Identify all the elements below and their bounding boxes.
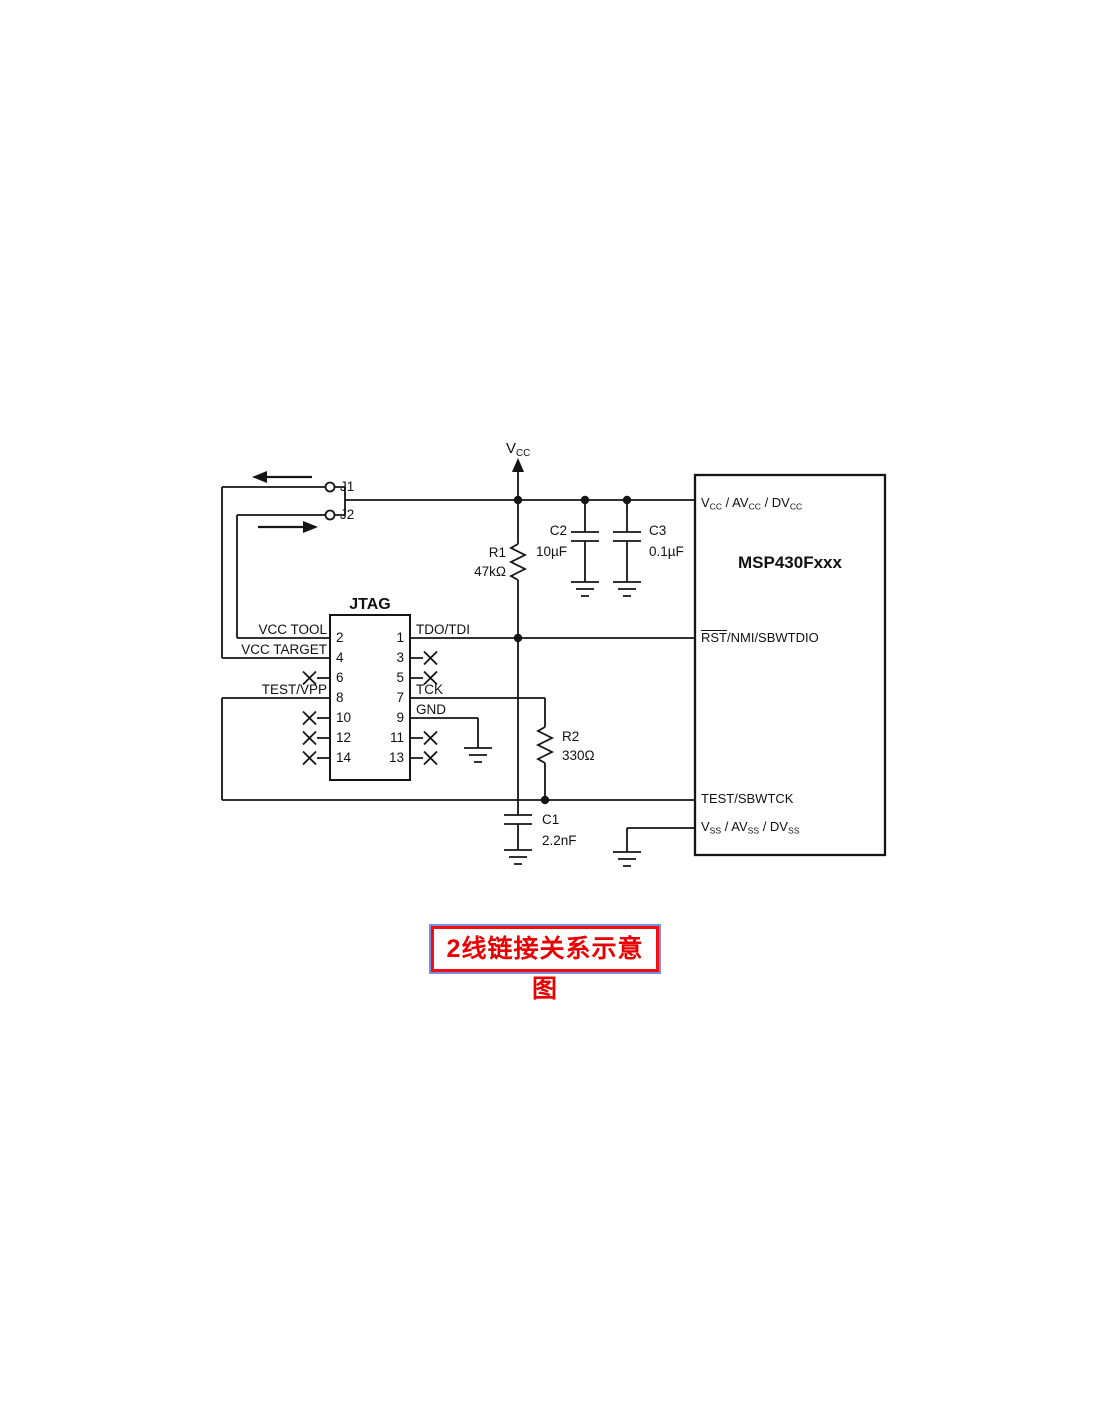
msp-pin-rst-label: RST/NMI/SBWTDIO	[701, 630, 819, 645]
jtag-pin-14: 14	[336, 750, 352, 765]
c3-value-label: 0.1µF	[649, 544, 684, 559]
vcc-supply-label: VCC	[506, 440, 531, 459]
j2-label: J2	[340, 507, 355, 522]
msp-pin-test-label: TEST/SBWTCK	[701, 791, 794, 806]
c2-value-label: 10µF	[535, 544, 567, 559]
arrowheads	[252, 458, 524, 533]
jtag-pin-1: 1	[396, 630, 404, 645]
jtag-pin-12: 12	[336, 730, 352, 745]
junction-dots	[513, 495, 632, 805]
gnd-pin-wire	[410, 717, 492, 763]
jtag-pin-5: 5	[396, 670, 404, 685]
jtag-pin-11: 11	[389, 730, 404, 745]
msp-pin-vcc-label: VCC / AVCC / DVCC	[701, 495, 803, 512]
jtag-pin-9: 9	[396, 710, 404, 725]
x-mark-pin12-icon	[302, 730, 330, 746]
msp430-box	[693, 473, 887, 857]
vss-wire	[613, 827, 695, 867]
junction-dot	[513, 495, 523, 505]
wire-group	[221, 470, 695, 867]
r1-value-label: 47kΩ	[474, 564, 506, 579]
junction-dot	[513, 633, 523, 643]
junction-dot	[580, 495, 590, 505]
j2-route-wire	[236, 514, 330, 639]
jtag-pin-13: 13	[388, 750, 404, 765]
jtag-pin-3: 3	[396, 650, 404, 665]
jtag-pin-6: 6	[336, 670, 344, 685]
r2-name-label: R2	[562, 729, 580, 744]
j2-terminal-icon	[324, 509, 336, 521]
c2-name-label: C2	[549, 523, 567, 538]
jtag-connector-box	[329, 614, 411, 781]
c1-name-label: C1	[542, 812, 560, 827]
junction-dot	[622, 495, 632, 505]
c3-name-label: C3	[649, 523, 667, 538]
vcc-target-label: VCC TARGET	[241, 642, 327, 657]
j1-route-wire	[221, 486, 330, 659]
x-mark-pin10-icon	[302, 710, 330, 726]
x-mark-pin5-icon	[410, 670, 438, 686]
jumper-bracket-wire	[334, 486, 346, 516]
jtag-pin-7: 7	[396, 690, 404, 705]
capacitor-c3	[613, 500, 641, 597]
jtag-title: JTAG	[349, 596, 391, 613]
msp430-title: MSP430Fxxx	[738, 553, 842, 572]
j1-terminal-icon	[324, 481, 336, 493]
r2-value-label: 330Ω	[562, 748, 595, 763]
sbwtck-wire	[221, 697, 695, 801]
j1-label: J1	[340, 479, 355, 494]
test-vpp-label: TEST/VPP	[261, 682, 327, 697]
j2-right-arrowhead-icon	[303, 521, 318, 533]
vcc-tool-label: VCC TOOL	[258, 622, 327, 637]
caption-box: 2线链接关系示意图	[431, 926, 659, 1003]
capacitor-c2	[571, 500, 599, 597]
tck-label: TCK	[416, 682, 443, 697]
tdo-tdi-label: TDO/TDI	[416, 622, 470, 637]
x-mark-pin11-icon	[410, 730, 438, 746]
x-mark-pin3-icon	[410, 650, 438, 666]
resistor-r2	[410, 697, 555, 800]
r1-name-label: R1	[488, 545, 506, 560]
jtag-pin-10: 10	[336, 710, 352, 725]
x-mark-pin13-icon	[410, 750, 438, 766]
jtag-pin-8: 8	[336, 690, 344, 705]
jtag-pin-2: 2	[336, 630, 344, 645]
j1-left-arrowhead-icon	[252, 471, 267, 483]
junction-dot	[540, 795, 550, 805]
x-mark-pin14-icon	[302, 750, 330, 766]
c1-value-label: 2.2nF	[542, 833, 577, 848]
msp-pin-vss-label: VSS / AVSS / DVSS	[701, 819, 800, 836]
x-mark-pin6-icon	[302, 670, 330, 686]
gnd-label: GND	[416, 702, 446, 717]
jtag-pin-4: 4	[336, 650, 344, 665]
capacitor-c1	[504, 638, 532, 865]
resistor-r1	[508, 500, 528, 638]
vcc-arrowhead-icon	[512, 458, 524, 472]
